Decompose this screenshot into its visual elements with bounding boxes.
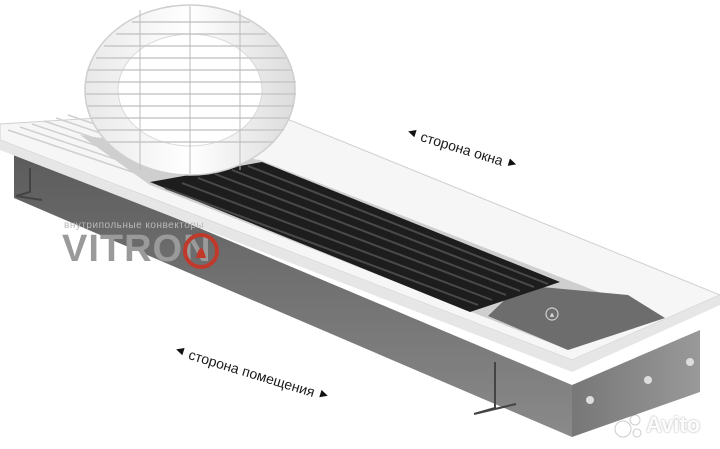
rolled-grille	[84, 4, 296, 176]
trough-end-side	[572, 330, 700, 437]
mount-hole	[686, 358, 694, 366]
trough-front-side	[14, 150, 572, 437]
cover-plate	[488, 285, 665, 350]
brand-tagline: внутрипольные конвекторы	[64, 220, 205, 231]
avito-dots-icon	[614, 414, 642, 438]
avito-watermark-text: Avito	[646, 412, 701, 437]
mounting-bracket	[15, 168, 517, 415]
brand-logo: внутрипольные конвекторы VITRON	[62, 220, 252, 270]
triangle-left-icon: ◀	[174, 344, 186, 358]
mount-hole	[586, 396, 594, 404]
avito-watermark: Avito	[612, 406, 718, 444]
mount-hole	[644, 376, 652, 384]
triangle-left-icon: ◀	[406, 126, 418, 140]
heat-exchanger	[150, 162, 560, 312]
flame-logo-icon	[545, 307, 559, 321]
flame-logo-icon	[183, 233, 219, 269]
